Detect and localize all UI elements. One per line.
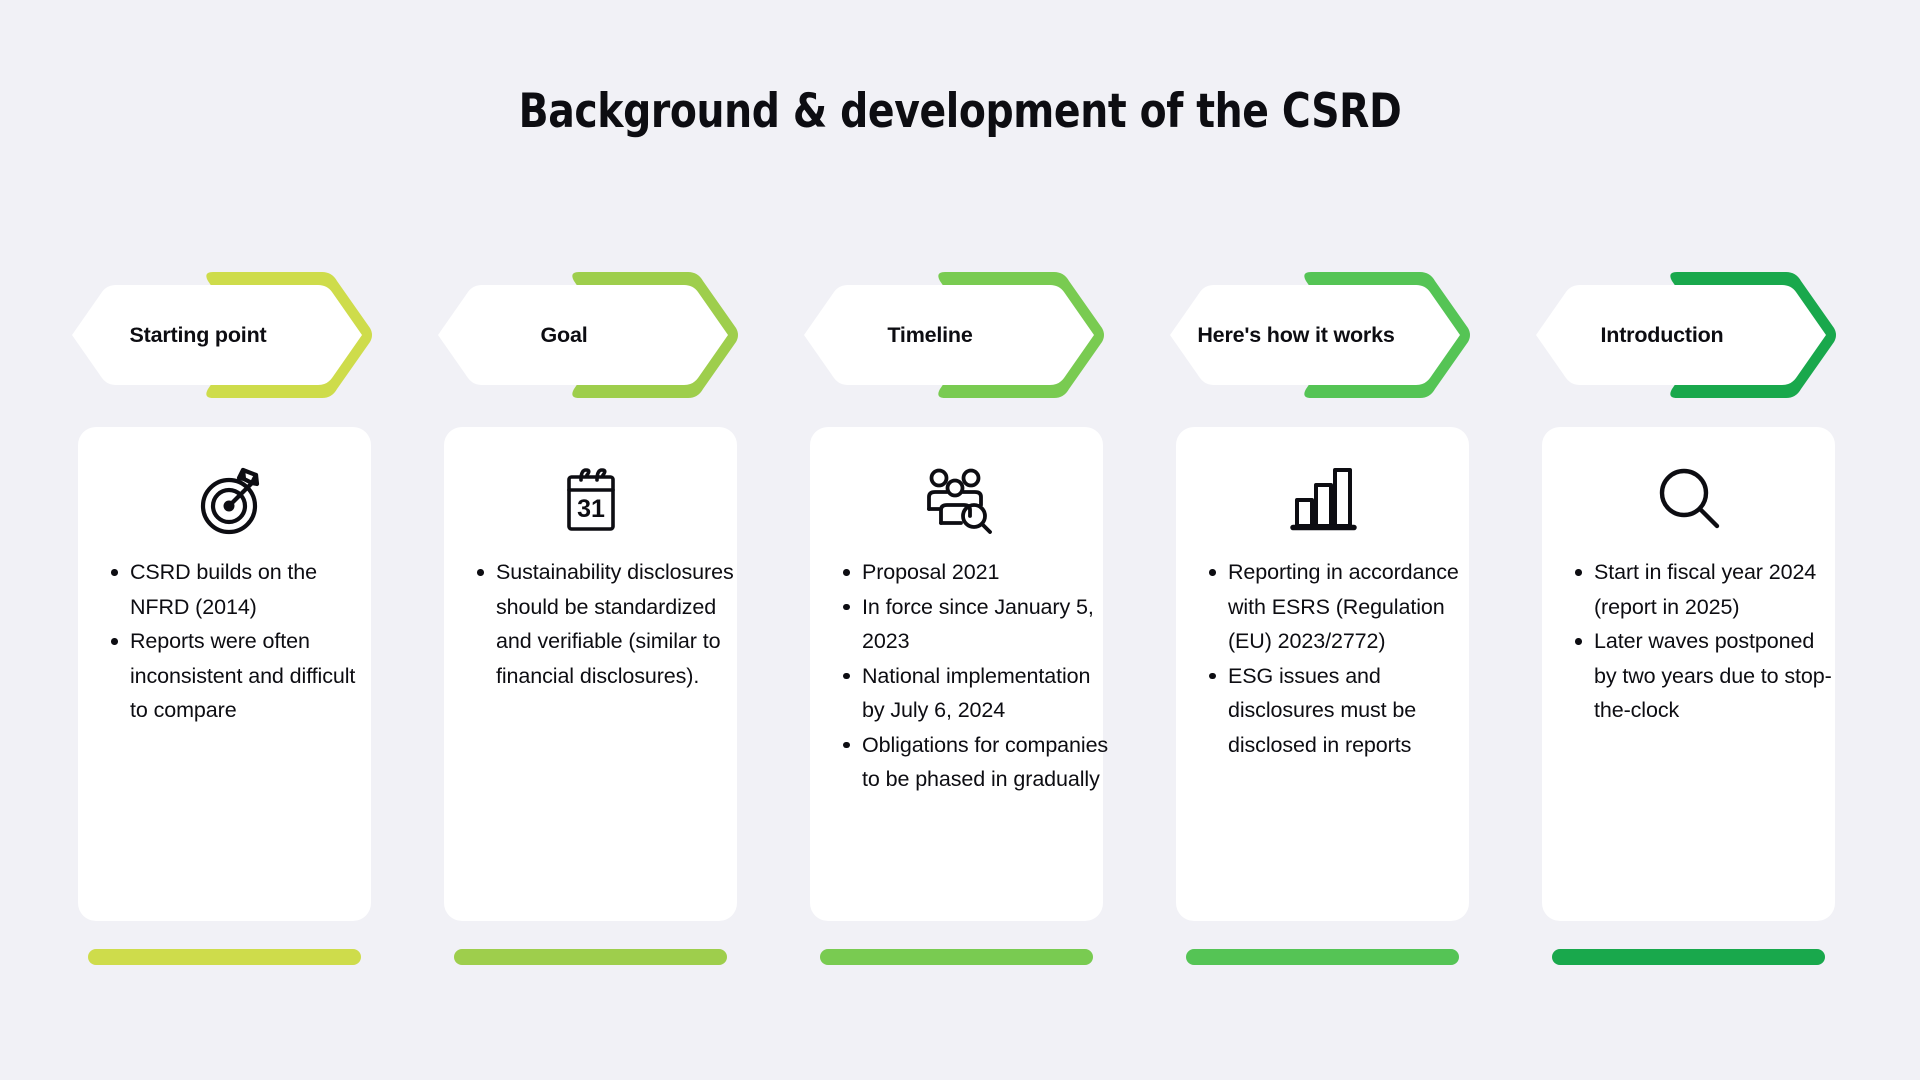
column-here-s-how-it-works: Here's how it works Reporting in accorda…	[1170, 0, 1470, 1080]
card-here-s-how-it-works: Reporting in accordance with ESRS (Regul…	[1176, 427, 1469, 921]
column-starting-point: Starting point CSRD builds on the N	[72, 0, 372, 1080]
list-item: ESG issues and disclosures must be discl…	[1209, 659, 1476, 763]
accent-bar	[1186, 949, 1459, 965]
label-hexagon-shape	[1536, 285, 1826, 385]
card-timeline: Proposal 2021 In force since January 5, …	[810, 427, 1108, 921]
column-timeline: Timeline	[804, 0, 1108, 1080]
list-item: Later waves postponed by two years due t…	[1575, 624, 1842, 728]
calendar-31-icon: 31	[444, 459, 737, 541]
bullet-list: CSRD builds on the NFRD (2014) Reports w…	[104, 555, 378, 728]
banner-shape	[804, 272, 1104, 398]
banner-label: Timeline	[887, 322, 973, 347]
bullet-list: Sustainability disclosures should be sta…	[470, 555, 744, 693]
list-item: Proposal 2021	[843, 555, 1110, 590]
column-goal: Goal 31 Sustainability disclosures shoul…	[438, 0, 738, 1080]
card-goal: 31 Sustainability disclosures should be …	[444, 427, 737, 921]
card-starting-point: CSRD builds on the NFRD (2014) Reports w…	[78, 427, 371, 921]
banner-label: Introduction	[1600, 322, 1724, 347]
list-item: Start in fiscal year 2024 (report in 202…	[1575, 555, 1842, 624]
target-arrow-icon	[78, 459, 371, 541]
accent-bar	[454, 949, 727, 965]
people-search-icon	[810, 459, 1103, 541]
page-title: Background & development of the CSRD	[518, 84, 1402, 139]
list-item: Obligations for companies to be phased i…	[843, 728, 1110, 797]
banner-shape	[72, 272, 372, 398]
list-item: Reports were often inconsistent and diff…	[111, 624, 378, 728]
banner-shape	[1536, 272, 1836, 398]
magnifier-icon	[1542, 459, 1835, 541]
banner-shape	[438, 272, 738, 398]
accent-bar	[1552, 949, 1825, 965]
bullet-list: Proposal 2021 In force since January 5, …	[836, 555, 1110, 797]
banner-label: Here's how it works	[1197, 322, 1395, 347]
banner-introduction[interactable]: Introduction	[1524, 268, 1854, 402]
bar-chart-icon	[1176, 459, 1469, 541]
banner-label: Goal	[540, 322, 588, 347]
bullet-list: Start in fiscal year 2024 (report in 202…	[1568, 555, 1842, 728]
label-hexagon-shape	[1170, 285, 1460, 385]
list-item: CSRD builds on the NFRD (2014)	[111, 555, 378, 624]
list-item: In force since January 5, 2023	[843, 590, 1110, 659]
list-item: National implementation by July 6, 2024	[843, 659, 1110, 728]
list-item: Sustainability disclosures should be sta…	[477, 555, 744, 693]
banner-shape	[1170, 272, 1470, 398]
banner-timeline[interactable]: Timeline	[792, 268, 1122, 402]
bullet-list: Reporting in accordance with ESRS (Regul…	[1202, 555, 1476, 762]
label-hexagon-shape	[72, 285, 362, 385]
column-introduction: Introduction Start in fiscal year 2024 (…	[1536, 0, 1836, 1080]
list-item: Reporting in accordance with ESRS (Regul…	[1209, 555, 1476, 659]
banner-label: Starting point	[129, 322, 267, 347]
card-introduction: Start in fiscal year 2024 (report in 202…	[1542, 427, 1835, 921]
banner-goal[interactable]: Goal	[426, 268, 756, 402]
banner-here-s-how-it-works[interactable]: Here's how it works	[1158, 268, 1488, 402]
label-hexagon-shape	[804, 285, 1094, 385]
columns-container: Starting point CSRD builds on the N	[72, 0, 1848, 1080]
svg-text:31: 31	[577, 495, 605, 523]
banner-starting-point[interactable]: Starting point	[60, 268, 390, 402]
accent-bar	[820, 949, 1093, 965]
label-hexagon-shape	[438, 285, 728, 385]
accent-bar	[88, 949, 361, 965]
